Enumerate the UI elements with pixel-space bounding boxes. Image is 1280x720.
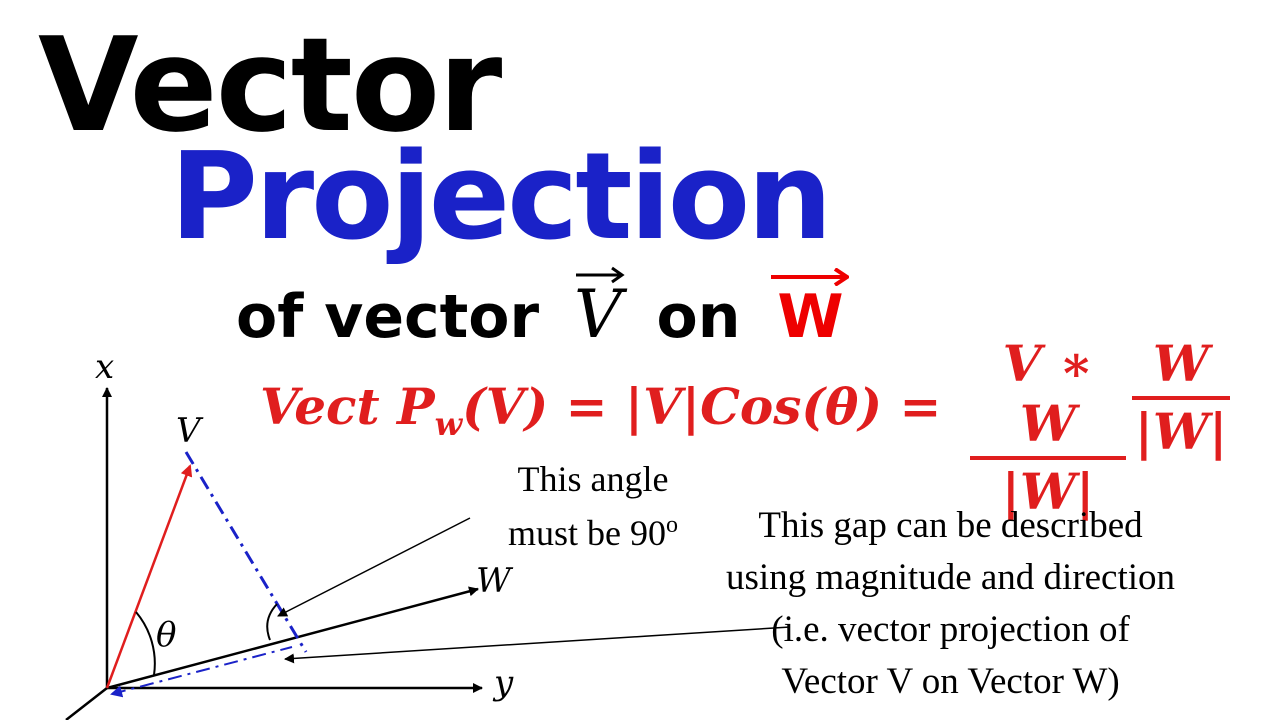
note-gap-line3: (i.e. vector projection of — [771, 609, 1130, 650]
vector-arrow-icon — [771, 268, 850, 286]
title-projection: Projection — [170, 128, 833, 267]
vector-arrow-icon — [575, 266, 625, 284]
subtitle-vector-v: V — [568, 266, 628, 360]
note-gap-line2: using magnitude and direction — [726, 557, 1176, 598]
projection-formula: Vect Pw(V) = |V|Cos(θ) = — [260, 372, 941, 459]
theta-arc — [135, 611, 156, 676]
fraction-2-bar — [1132, 396, 1230, 400]
subtitle-on: on — [656, 282, 741, 352]
angle-pointer — [277, 517, 471, 617]
note-gap: This gap can be described using magnitud… — [726, 500, 1175, 708]
note-gap-line4: Vector V on Vector W) — [781, 661, 1120, 702]
right-angle-arc — [266, 603, 278, 641]
fraction-1-numerator: V ∗ W — [1002, 334, 1094, 453]
note-angle-text: must be 90 — [508, 513, 666, 553]
note-angle: This angle must be 90o — [508, 456, 678, 556]
label-theta: θ — [156, 615, 176, 655]
vector-w — [106, 586, 479, 690]
subtitle-prefix: of vector — [236, 282, 540, 352]
label-v: V — [176, 411, 204, 451]
gap-pointer — [284, 626, 791, 664]
label-w: W — [476, 561, 514, 601]
title-vector: Vector — [38, 9, 502, 161]
perpendicular-line — [184, 451, 308, 653]
note-gap-line1: This gap can be described — [758, 505, 1143, 546]
label-x: x — [95, 347, 114, 387]
fraction-2-numerator: W — [1152, 334, 1210, 393]
subtitle: of vector V on W — [236, 266, 852, 362]
formula-subscript: w — [434, 405, 463, 443]
formula-args: (V) = |V|Cos(θ) = — [462, 377, 942, 436]
z-axis — [65, 687, 108, 720]
subtitle-w-letter: W — [777, 282, 844, 352]
projection-vector — [110, 646, 293, 698]
subtitle-vector-w: W — [769, 268, 851, 362]
note-angle-line1: This angle — [517, 459, 669, 499]
fraction-2-denominator: |W| — [1134, 402, 1228, 461]
formula-vect: Vect P — [260, 377, 435, 436]
note-angle-line2: must be 90o — [508, 502, 678, 556]
label-y: y — [492, 663, 514, 703]
fraction-2: W |W| — [1132, 334, 1230, 462]
vector-v — [105, 464, 193, 689]
note-angle-degree: o — [666, 512, 678, 538]
fraction-1-denominator: |W| — [1001, 462, 1095, 521]
subtitle-v-letter: V — [573, 276, 622, 353]
fraction-1: V ∗ W |W| — [970, 334, 1126, 522]
fraction-1-bar — [970, 456, 1126, 460]
